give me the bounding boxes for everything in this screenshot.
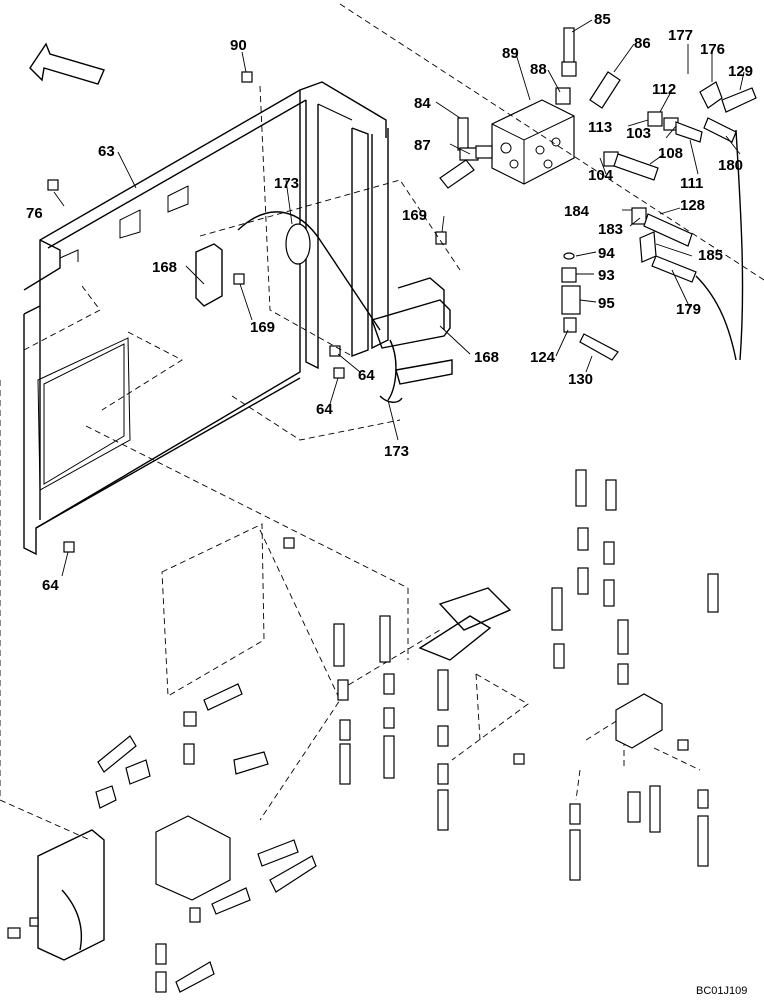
mount-bracket-bottom-left	[37, 829, 105, 961]
callout-104: 104	[588, 167, 614, 184]
fitting-86	[589, 71, 621, 109]
callout-176: 176	[700, 41, 725, 58]
callout-180: 180	[718, 157, 743, 174]
callout-64-lower: 64	[42, 577, 59, 594]
direction-arrow-icon	[29, 42, 105, 85]
callout-128: 128	[680, 197, 705, 214]
manifold-block-right	[615, 693, 663, 749]
hose-173	[237, 211, 403, 403]
callout-85: 85	[594, 11, 611, 28]
callout-112: 112	[652, 81, 676, 98]
fitting-84	[457, 117, 479, 161]
callout-86: 86	[634, 35, 651, 52]
callout-168-left: 168	[152, 259, 177, 276]
drawing-code: BC01J109	[696, 985, 747, 997]
callout-63: 63	[98, 143, 115, 160]
callout-169-left: 169	[250, 319, 275, 336]
bolt-169-a	[435, 231, 447, 245]
bolt-64-c	[63, 541, 75, 553]
fitting-85	[561, 27, 577, 77]
cover-plate	[161, 523, 265, 697]
callout-87: 87	[414, 137, 431, 154]
fitting-88	[555, 87, 571, 105]
callout-168-right: 168	[474, 349, 499, 366]
manifold-block-left	[155, 815, 231, 901]
callout-64-middle: 64	[316, 401, 333, 418]
fitting-176-129	[699, 81, 757, 113]
callout-184: 184	[564, 203, 590, 220]
callout-93: 93	[598, 267, 615, 284]
callout-177: 177	[668, 27, 693, 44]
manifold-bracket-center	[418, 587, 512, 661]
callout-103: 103	[626, 125, 651, 142]
fitting-124-130	[563, 317, 619, 361]
callout-173-top: 173	[274, 175, 299, 192]
bolt-lower	[283, 537, 295, 549]
hose-fittings-lower	[7, 469, 719, 993]
callout-129: 129	[728, 63, 753, 80]
bolt-169-b	[233, 273, 245, 285]
callout-108: 108	[658, 145, 683, 162]
fitting-112-113	[647, 111, 703, 143]
bolt-64-a	[329, 345, 341, 357]
callout-185: 185	[698, 247, 723, 264]
callout-179: 179	[676, 301, 701, 318]
callout-113: 113	[588, 119, 612, 136]
callout-76: 76	[26, 205, 43, 222]
callout-183: 183	[598, 221, 623, 238]
callout-84: 84	[414, 95, 431, 112]
fitting-87	[439, 145, 493, 189]
leader-lines	[53, 19, 745, 577]
valve-block-89	[491, 99, 575, 185]
callout-94: 94	[598, 245, 615, 262]
callout-95: 95	[598, 295, 615, 312]
callout-169-right: 169	[402, 207, 427, 224]
callout-124: 124	[530, 349, 556, 366]
callout-130: 130	[568, 371, 593, 388]
callout-173-bottom: 173	[384, 443, 409, 460]
bolt-64-b	[333, 367, 345, 379]
fitting-180	[703, 117, 737, 143]
callout-labels: 85 86 177 176 129 89 88 90 84 112 113 10…	[26, 11, 753, 997]
callout-64-upper: 64	[358, 367, 375, 384]
fitting-185-179	[639, 129, 744, 361]
callout-88: 88	[530, 61, 547, 78]
bolt-76	[47, 179, 59, 191]
bracket-168-right	[371, 277, 453, 385]
fitting-93-94-95	[561, 252, 581, 315]
fitting-108	[603, 151, 659, 181]
callout-89: 89	[502, 45, 519, 62]
bracket-168-left	[195, 243, 223, 307]
frame-63	[23, 81, 389, 556]
callout-90: 90	[230, 37, 247, 54]
fitting-128-183	[631, 207, 693, 247]
callout-111: 111	[680, 175, 703, 192]
guide-lines	[0, 3, 764, 841]
bolt-90	[241, 71, 253, 83]
